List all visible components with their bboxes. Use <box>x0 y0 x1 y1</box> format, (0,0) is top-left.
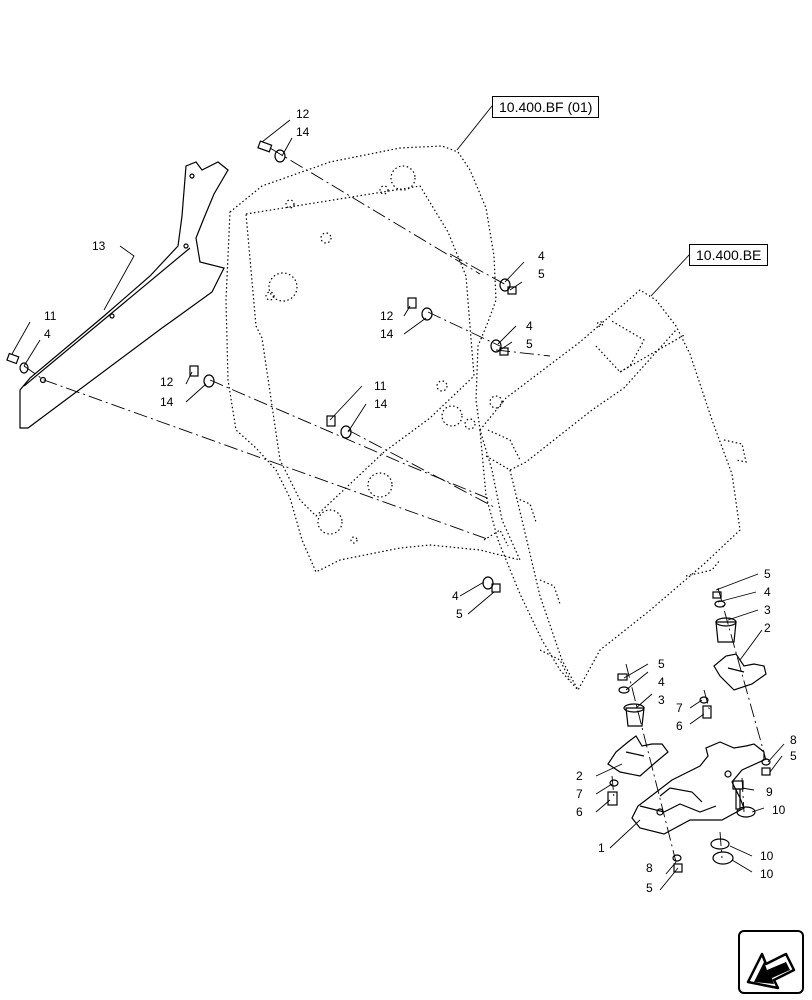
callout-12: 12 <box>296 107 310 121</box>
callout-leaders <box>11 105 785 891</box>
mount-bracket-right <box>713 653 767 691</box>
callout-12: 12 <box>380 309 394 323</box>
callout-5: 5 <box>658 657 665 671</box>
callout-4: 4 <box>526 319 533 333</box>
callout-10: 10 <box>760 849 774 863</box>
lower-bracket <box>631 741 765 835</box>
callout-labels: 12 14 13 11 4 12 14 4 5 12 14 4 5 11 14 … <box>44 107 797 895</box>
callout-14: 14 <box>374 397 388 411</box>
callout-3: 3 <box>658 693 665 707</box>
assembly-center-lines <box>23 147 767 863</box>
callout-9: 9 <box>766 785 773 799</box>
callout-12: 12 <box>160 375 174 389</box>
callout-6: 6 <box>576 805 583 819</box>
callout-10: 10 <box>772 803 786 817</box>
callout-14: 14 <box>296 125 310 139</box>
reference-link-10-400-bf[interactable]: 10.400.BF (01) <box>492 96 600 118</box>
callout-5: 5 <box>526 337 533 351</box>
callout-6: 6 <box>676 719 683 733</box>
callout-2: 2 <box>764 621 771 635</box>
callout-1: 1 <box>598 841 605 855</box>
cooler-core <box>479 289 747 692</box>
callout-5: 5 <box>790 749 797 763</box>
side-bracket <box>19 161 229 429</box>
callout-5: 5 <box>646 881 653 895</box>
callout-4: 4 <box>538 249 545 263</box>
callout-13: 13 <box>92 239 106 253</box>
callout-5: 5 <box>456 607 463 621</box>
mount-bracket-left <box>607 735 669 777</box>
callout-3: 3 <box>764 603 771 617</box>
callout-5: 5 <box>538 267 545 281</box>
callout-14: 14 <box>160 395 174 409</box>
callout-4: 4 <box>764 585 771 599</box>
callout-11: 11 <box>44 309 57 323</box>
callout-4: 4 <box>452 589 459 603</box>
callout-10: 10 <box>760 867 774 881</box>
callout-11: 11 <box>374 379 387 393</box>
callout-8: 8 <box>646 861 653 875</box>
mounting-panel <box>225 145 522 573</box>
callout-5: 5 <box>764 567 771 581</box>
callout-4: 4 <box>658 675 665 689</box>
back-arrow-icon <box>746 952 796 990</box>
callout-7: 7 <box>676 701 683 715</box>
callout-7: 7 <box>576 787 583 801</box>
previous-page-button[interactable] <box>738 930 804 994</box>
callout-4: 4 <box>44 327 51 341</box>
reference-link-10-400-be[interactable]: 10.400.BE <box>689 244 769 266</box>
hardware <box>6 140 771 873</box>
callout-2: 2 <box>576 769 583 783</box>
callout-8: 8 <box>790 733 797 747</box>
callout-14: 14 <box>380 327 394 341</box>
